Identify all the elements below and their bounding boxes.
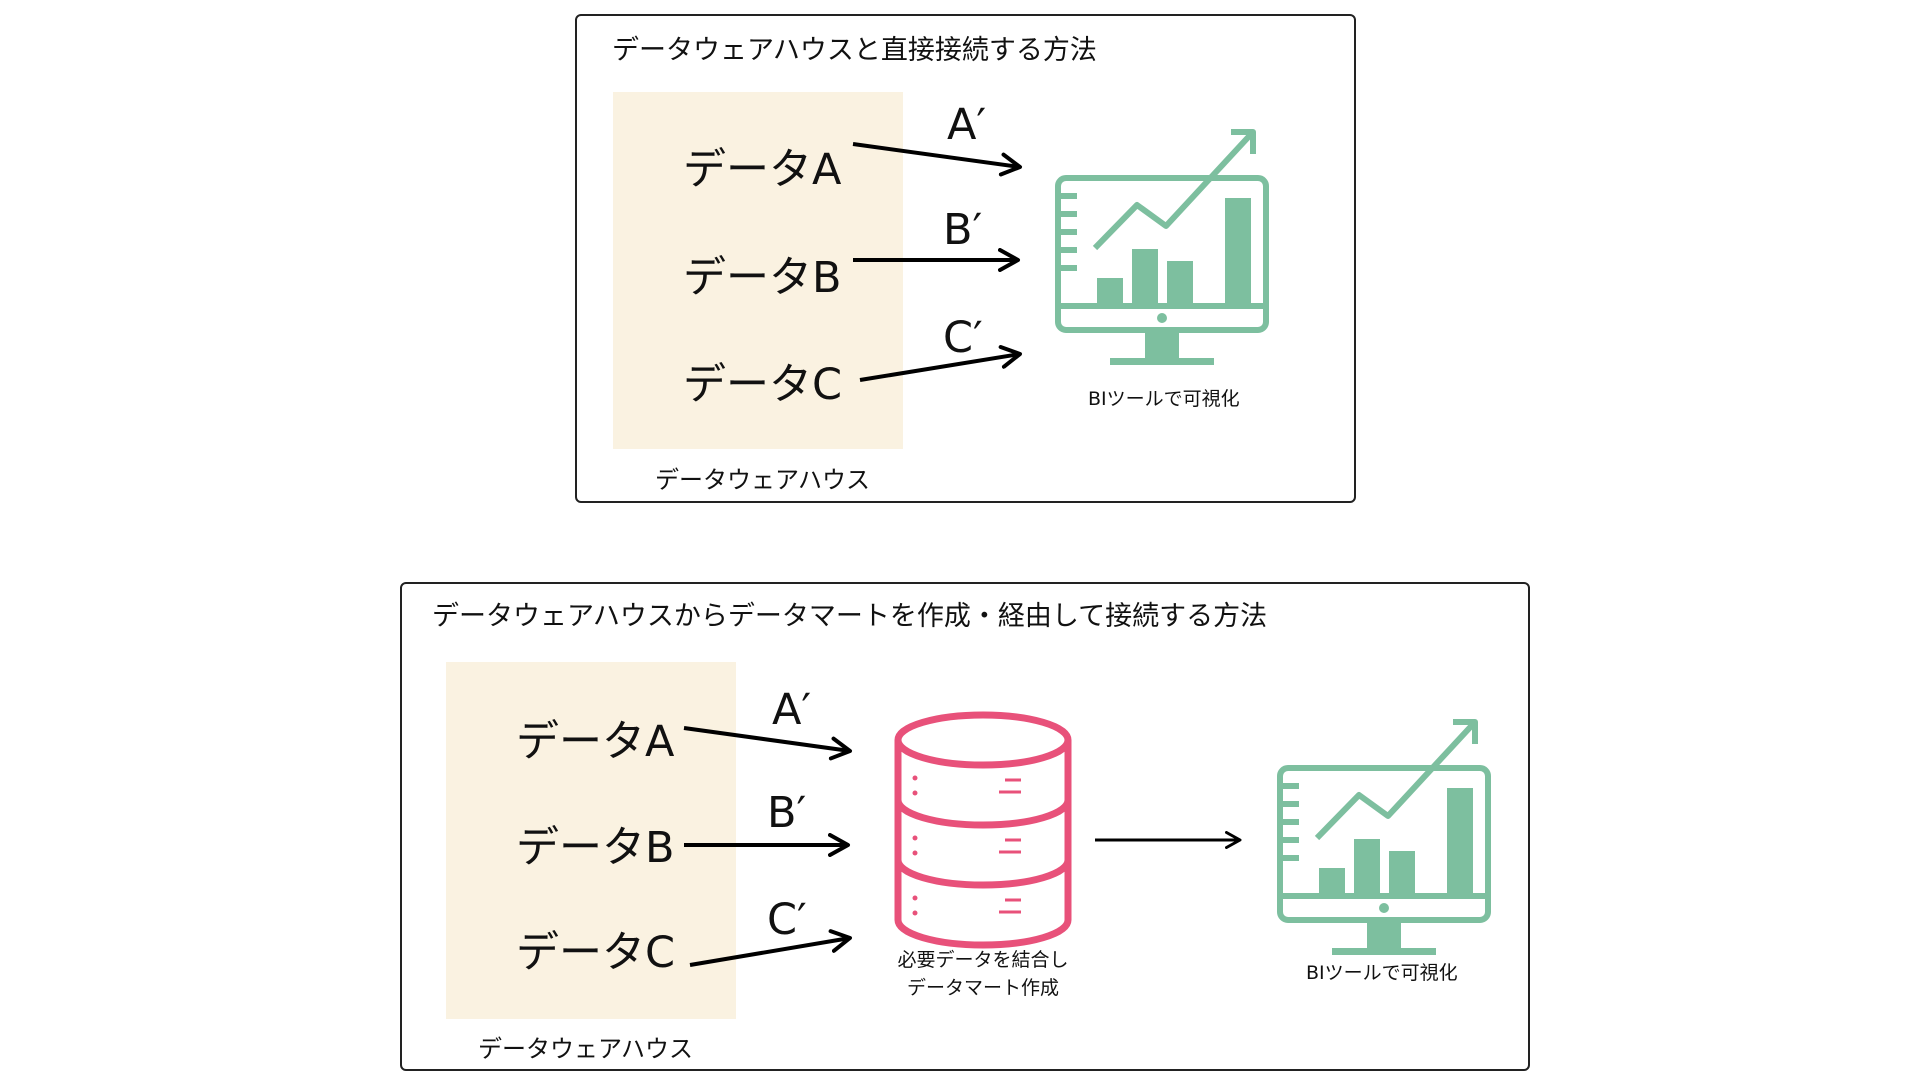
bottom-c-prime-label: C′: [767, 895, 807, 945]
top-arrow-c: [859, 345, 1022, 382]
bottom-warehouse-block: [446, 662, 736, 1019]
bottom-arrow-c: [689, 929, 852, 967]
bottom-a-prime-label: A′: [772, 685, 812, 735]
bottom-warehouse-label: データウェアハウス: [478, 1035, 694, 1063]
top-data-b-label: データB: [683, 253, 842, 303]
datamart-label-line2: データマート作成: [906, 977, 1059, 999]
database-icon: [894, 711, 1072, 949]
datamart-label-line1: 必要データを結合し: [897, 949, 1069, 971]
bottom-b-prime-label: B′: [767, 788, 807, 838]
top-warehouse-block: [613, 92, 903, 449]
bottom-data-a-label: データA: [516, 717, 675, 767]
datamart-label: 必要データを結合し データマート作成: [883, 946, 1083, 1002]
top-bi-label: BIツールで可視化: [1088, 388, 1240, 410]
bottom-data-b-label: データB: [516, 823, 675, 873]
bottom-bi-label: BIツールで可視化: [1306, 962, 1458, 984]
top-arrow-a: [852, 142, 1022, 177]
top-panel-title: データウェアハウスと直接接続する方法: [612, 35, 1097, 66]
top-data-a-label: データA: [683, 145, 842, 195]
bottom-panel-title: データウェアハウスからデータマートを作成・経由して接続する方法: [432, 601, 1268, 632]
bottom-data-c-label: データC: [516, 928, 676, 978]
bottom-arrow-a: [683, 726, 852, 761]
monitor-chart-icon: [1055, 129, 1269, 365]
monitor-chart-icon: [1277, 719, 1491, 955]
top-data-c-label: データC: [683, 360, 843, 410]
top-c-prime-label: C′: [943, 313, 983, 363]
top-b-prime-label: B′: [943, 205, 983, 255]
top-warehouse-label: データウェアハウス: [655, 466, 871, 494]
top-a-prime-label: A′: [947, 100, 987, 150]
